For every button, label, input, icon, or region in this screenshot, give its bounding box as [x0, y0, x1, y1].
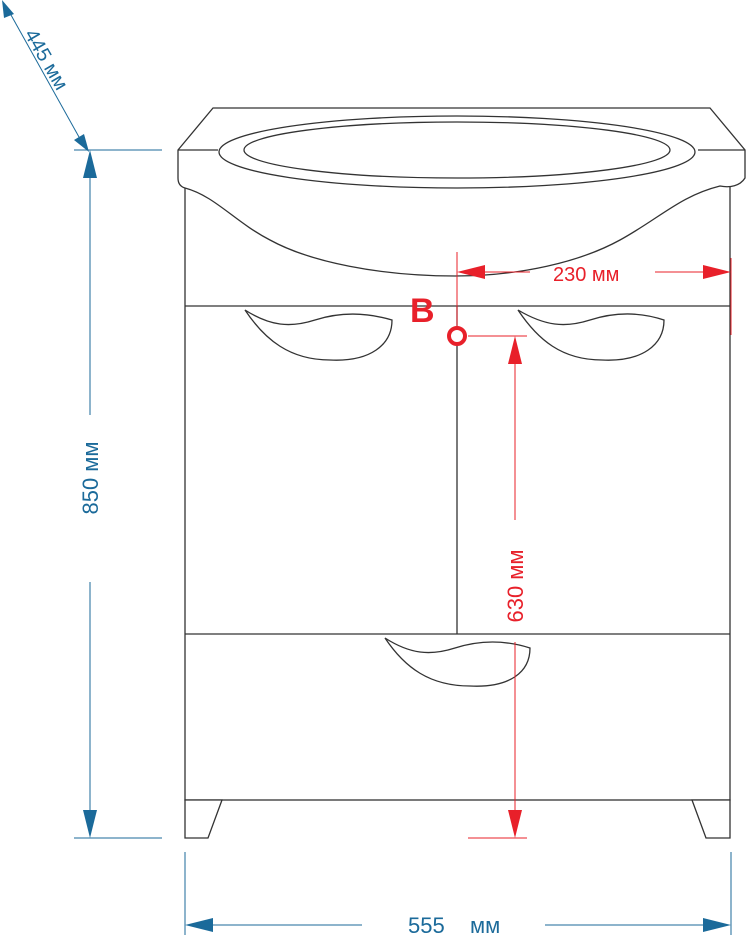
drain-offset-dimension: 230 мм [456, 252, 732, 335]
handle-left-door [244, 309, 393, 361]
width-unit: мм [470, 913, 500, 935]
height-dimension: 850 мм [74, 149, 162, 839]
width-arrow-right [703, 918, 731, 932]
water-connection: В [410, 292, 467, 346]
height-arrow-top [83, 150, 97, 178]
depth-dimension: 445 мм [2, 0, 89, 152]
height-label: 850 мм [78, 441, 103, 514]
water-label: В [410, 292, 435, 330]
depth-label: 445 мм [20, 26, 72, 95]
drain-height-label: 630 мм [503, 549, 528, 622]
handle-drawer [384, 637, 531, 687]
cabinet-leg-left [184, 799, 223, 839]
basin-bowl [243, 121, 671, 179]
width-dimension: 555 мм [184, 852, 732, 935]
cabinet-leg-right [691, 799, 731, 839]
drain-offset-arrow-right [703, 265, 731, 279]
width-arrow-left [185, 918, 213, 932]
depth-arrow-bottom [74, 134, 89, 152]
handle-right-door [517, 309, 665, 361]
vanity-cabinet [177, 107, 746, 839]
drain-height-arrow-top [508, 336, 522, 364]
drain-offset-arrow-left [457, 265, 485, 279]
drain-offset-label: 230 мм [553, 264, 619, 286]
water-outlet-marker [447, 326, 467, 346]
height-arrow-bottom [83, 810, 97, 838]
drain-height-dimension: 630 мм [468, 335, 528, 839]
width-value: 555 [408, 913, 445, 935]
depth-arrow-top [2, 0, 14, 18]
depth-dimension-line [5, 5, 85, 147]
drain-height-arrow-bottom [508, 810, 522, 838]
